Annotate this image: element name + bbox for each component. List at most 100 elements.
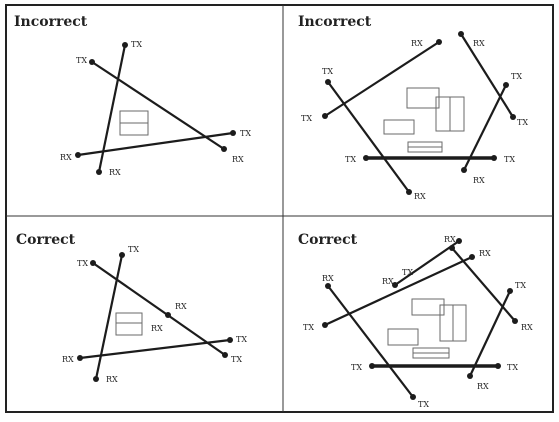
beam-line — [97, 44, 127, 173]
endpoint-label: TX — [301, 114, 312, 123]
beam-line — [469, 290, 511, 377]
endpoint-label: RX — [232, 155, 244, 164]
panel-title: Correct — [298, 232, 358, 248]
beam: RX RX — [382, 235, 462, 288]
beam: RX TX — [62, 335, 247, 364]
endpoint-label: TX — [303, 323, 314, 332]
beam-endpoint — [436, 39, 442, 45]
beam-endpoint — [512, 318, 518, 324]
beam-line — [79, 338, 231, 360]
beam-endpoint — [96, 169, 102, 175]
endpoint-label: RX — [322, 274, 334, 283]
endpoint-label: RX — [479, 249, 491, 258]
beam-line — [327, 81, 410, 193]
panel-title: Incorrect — [298, 14, 372, 30]
obstacle — [115, 312, 143, 336]
beam-endpoint — [392, 282, 398, 288]
panel-title: Incorrect — [14, 14, 88, 30]
beam: RX TX — [458, 31, 528, 127]
endpoint-label: TX — [131, 40, 142, 49]
beam-endpoint — [503, 82, 509, 88]
beam-line — [463, 84, 507, 171]
obstacle — [383, 119, 415, 135]
obstacle-group — [119, 110, 149, 136]
beam-endpoint — [322, 113, 328, 119]
beam: RX TX — [301, 39, 442, 123]
endpoint-label: TX — [77, 259, 88, 268]
endpoint-label: RX — [411, 39, 423, 48]
obstacle — [406, 87, 440, 109]
beam-endpoint — [119, 252, 125, 258]
endpoint-label: RX — [60, 153, 72, 162]
obstacle — [411, 298, 445, 316]
beam-endpoint — [363, 155, 369, 161]
beam-endpoint — [495, 363, 501, 369]
endpoint-label: RX — [106, 375, 118, 384]
outer-frame — [5, 4, 554, 413]
reflector-label: RX — [151, 324, 163, 333]
endpoint-label: TX — [511, 72, 522, 81]
endpoint-label: RX — [473, 39, 485, 48]
obstacle-group — [115, 312, 143, 336]
beam-line — [94, 254, 124, 380]
beam: TX RX — [402, 245, 533, 332]
endpoint-label: TX — [240, 129, 251, 138]
beam-endpoint — [369, 363, 375, 369]
beam-line — [324, 41, 440, 117]
panel-title: Correct — [16, 232, 76, 248]
beam-endpoint — [230, 130, 236, 136]
beam-endpoint — [469, 254, 475, 260]
beam-endpoint — [458, 31, 464, 37]
beam-endpoint — [491, 155, 497, 161]
beam-line — [451, 247, 516, 322]
endpoint-label: TX — [76, 56, 87, 65]
endpoint-label: TX — [418, 400, 429, 409]
endpoint-label: RX — [473, 176, 485, 185]
endpoint-label: RX — [414, 192, 426, 201]
beam-endpoint — [93, 376, 99, 382]
endpoint-label: RX — [444, 235, 456, 244]
beam: TX TX — [77, 259, 242, 364]
endpoint-label: TX — [128, 245, 139, 254]
beam: TX RX — [93, 245, 139, 384]
beam-endpoint — [89, 59, 95, 65]
beam-line — [77, 131, 234, 157]
obstacle-group — [387, 298, 467, 359]
beam: RX TX — [322, 274, 429, 409]
corner-reflector-group: RX RX — [151, 302, 187, 333]
obstacle — [387, 328, 419, 346]
beam: RX TX — [60, 129, 251, 162]
beam-line — [91, 61, 225, 150]
beam: TX RX — [467, 281, 526, 391]
beam-endpoint — [75, 152, 81, 158]
beam-line — [460, 33, 514, 118]
beam: TX RX — [96, 40, 142, 177]
beam-endpoint — [449, 245, 455, 251]
reflector-label: RX — [175, 302, 187, 311]
panel-bottom-left: Correct TX RX TX TX RX TX — [16, 232, 247, 384]
endpoint-label: TX — [351, 363, 362, 372]
endpoint-label: RX — [521, 323, 533, 332]
beam-endpoint — [222, 352, 228, 358]
beam: TX RX — [76, 56, 244, 164]
panel-top-left: Incorrect TX RX TX RX RX TX — [14, 14, 251, 177]
endpoint-label: RX — [62, 355, 74, 364]
reflector-node — [165, 312, 171, 318]
endpoint-label: TX — [231, 355, 242, 364]
beam-endpoint — [507, 288, 513, 294]
panel-bottom-right: Correct RX RX RX TX RX — [298, 232, 533, 409]
beam-line — [92, 262, 226, 356]
beam-endpoint — [227, 337, 233, 343]
beam-endpoint — [461, 167, 467, 173]
beam: TX TX — [351, 363, 518, 372]
obstacle-group — [383, 87, 465, 153]
endpoint-label: TX — [236, 335, 247, 344]
beam-endpoint — [325, 79, 331, 85]
endpoint-label: RX — [477, 382, 489, 391]
beam-endpoint — [325, 283, 331, 289]
endpoint-label: TX — [402, 268, 413, 277]
beam: TX TX — [345, 155, 515, 164]
beam-endpoint — [410, 394, 416, 400]
beam-endpoint — [77, 355, 83, 361]
